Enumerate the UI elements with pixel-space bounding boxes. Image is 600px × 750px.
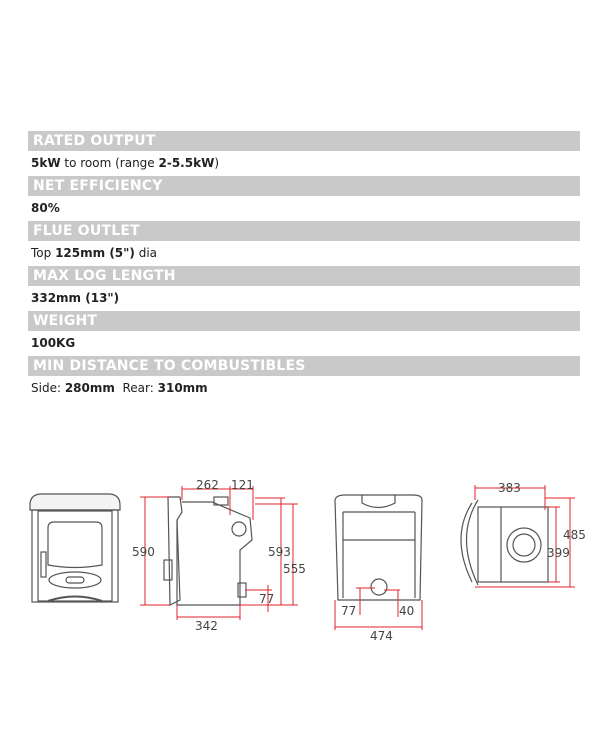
- spec-value-part: Side:: [31, 381, 65, 395]
- dim-top-flue-from-front: 383: [498, 481, 521, 495]
- spec-value-part: 125mm (5"): [55, 246, 135, 260]
- dim-rear-outlet-offset: 40: [399, 604, 414, 618]
- spec-heading: MIN DISTANCE TO COMBUSTIBLES: [28, 356, 580, 376]
- spec-heading: WEIGHT: [28, 311, 580, 331]
- spec-value: Top 125mm (5") dia: [31, 246, 157, 260]
- spec-heading: RATED OUTPUT: [28, 131, 580, 151]
- front-view-drawing: [29, 493, 121, 603]
- dim-side-depth-top: 262: [196, 478, 219, 492]
- spec-value: 5kW to room (range 2-5.5kW): [31, 156, 219, 170]
- dim-side-height-front: 590: [132, 545, 155, 559]
- dim-side-height-body: 555: [283, 562, 306, 576]
- dim-side-rear-outlet-height: 77: [259, 592, 274, 606]
- spec-value-part: 80%: [31, 201, 60, 215]
- spec-value-part: Top: [31, 246, 56, 260]
- dimension-lines: [140, 485, 575, 630]
- spec-value-part: 332mm (13"): [31, 291, 120, 305]
- spec-heading: NET EFFICIENCY: [28, 176, 580, 196]
- dim-rear-outlet-height: 77: [341, 604, 356, 618]
- spec-heading: MAX LOG LENGTH: [28, 266, 580, 286]
- dim-rear-width: 474: [370, 629, 393, 643]
- spec-value: 80%: [31, 201, 60, 215]
- top-view-drawing: [460, 499, 549, 586]
- dim-top-depth: 485: [563, 528, 586, 542]
- dim-side-flue-offset: 121: [231, 478, 254, 492]
- spec-value-part: 2-5.5kW: [158, 156, 215, 170]
- side-view-drawing: [163, 496, 253, 606]
- dim-side-height-flue: 593: [268, 545, 291, 559]
- dim-side-depth-base: 342: [195, 619, 218, 633]
- dim-top-inner-depth: 399: [547, 546, 570, 560]
- spec-value-part: to room (range: [60, 156, 159, 170]
- spec-value-part: Rear:: [114, 381, 158, 395]
- spec-value-part: 100KG: [31, 336, 76, 350]
- spec-heading: FLUE OUTLET: [28, 221, 580, 241]
- spec-value: 100KG: [31, 336, 75, 350]
- spec-value: 332mm (13"): [31, 291, 119, 305]
- spec-value-part: 5kW: [31, 156, 61, 170]
- spec-value-part: 310mm: [157, 381, 208, 395]
- spec-value: Side: 280mm Rear: 310mm: [31, 381, 208, 395]
- spec-value-part: dia: [134, 246, 158, 260]
- spec-value-part: 280mm: [64, 381, 115, 395]
- spec-value-part: ): [214, 156, 219, 170]
- rear-view-drawing: [334, 494, 423, 601]
